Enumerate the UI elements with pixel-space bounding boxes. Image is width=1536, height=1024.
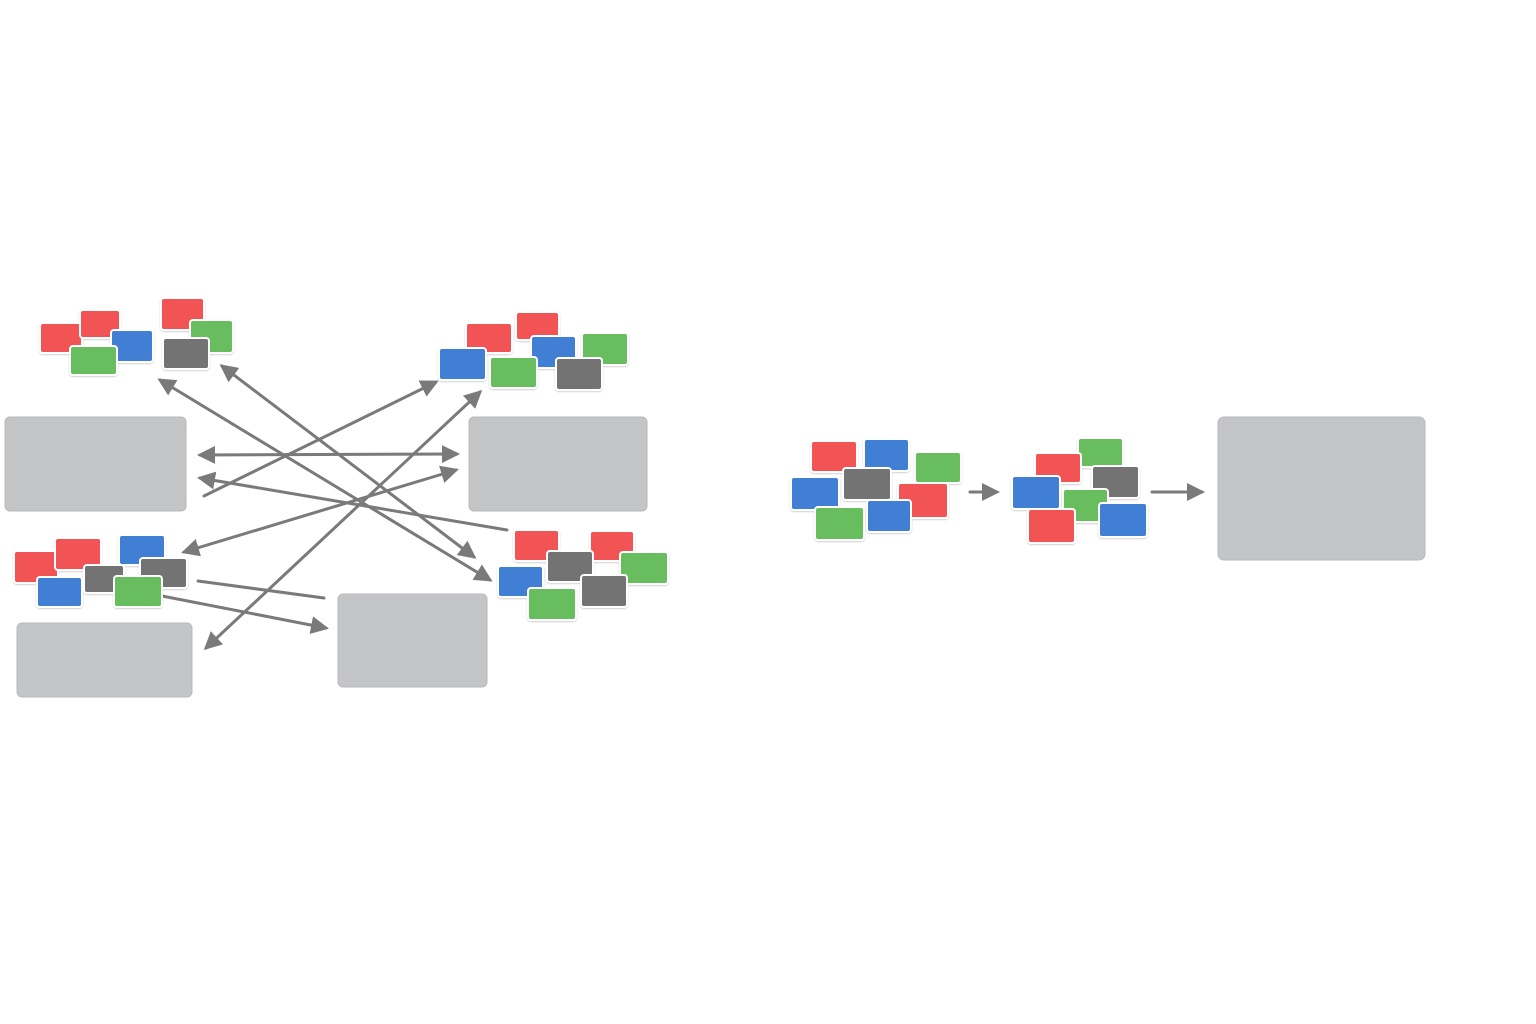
card-blue <box>1011 475 1061 510</box>
card-blue <box>866 499 912 533</box>
card-cluster-right-a <box>790 438 962 541</box>
card-green <box>489 356 538 389</box>
card-blue <box>438 347 487 381</box>
line-cluster-bl-to-box-bm <box>196 579 326 600</box>
arrow-cluster-br-to-box-tl <box>197 471 509 532</box>
card-cluster-top-right <box>438 311 629 391</box>
card-red <box>1027 508 1076 544</box>
card-red <box>54 537 102 571</box>
gray-box-top-left <box>4 416 187 512</box>
card-cluster-top-left <box>39 297 234 376</box>
card-red <box>810 440 858 473</box>
card-green <box>914 451 962 484</box>
card-green <box>619 551 669 585</box>
gray-box-bottom-left <box>16 622 193 698</box>
right-panel <box>790 416 1426 561</box>
card-cluster-bottom-right <box>497 529 669 621</box>
card-red <box>465 322 513 354</box>
card-dark-gray <box>546 550 594 583</box>
left-panel <box>4 297 669 698</box>
card-blue <box>1098 502 1148 538</box>
gray-box-bottom-middle <box>337 593 488 688</box>
card-green <box>1077 437 1124 468</box>
card-dark-gray <box>162 337 210 370</box>
card-blue <box>36 576 83 608</box>
card-green <box>527 587 577 621</box>
card-green <box>69 345 118 376</box>
card-blue <box>863 438 910 472</box>
card-dark-gray <box>580 574 628 608</box>
card-red <box>79 309 121 339</box>
card-dark-gray <box>555 357 603 391</box>
gray-box-right-target <box>1217 416 1426 561</box>
card-green <box>113 575 163 608</box>
card-cluster-right-b <box>1011 437 1148 544</box>
left-arrows <box>157 364 509 651</box>
card-blue <box>790 476 840 511</box>
card-green <box>814 506 865 541</box>
arrow-box-tr-to-cluster-bl <box>181 465 459 557</box>
card-dark-gray <box>842 467 892 501</box>
card-cluster-bottom-left <box>13 534 188 608</box>
arrow-cluster-bl-to-box-bm <box>160 594 329 634</box>
arrow-box-tl-to-box-tr <box>197 445 460 464</box>
gray-box-top-right <box>468 416 648 512</box>
